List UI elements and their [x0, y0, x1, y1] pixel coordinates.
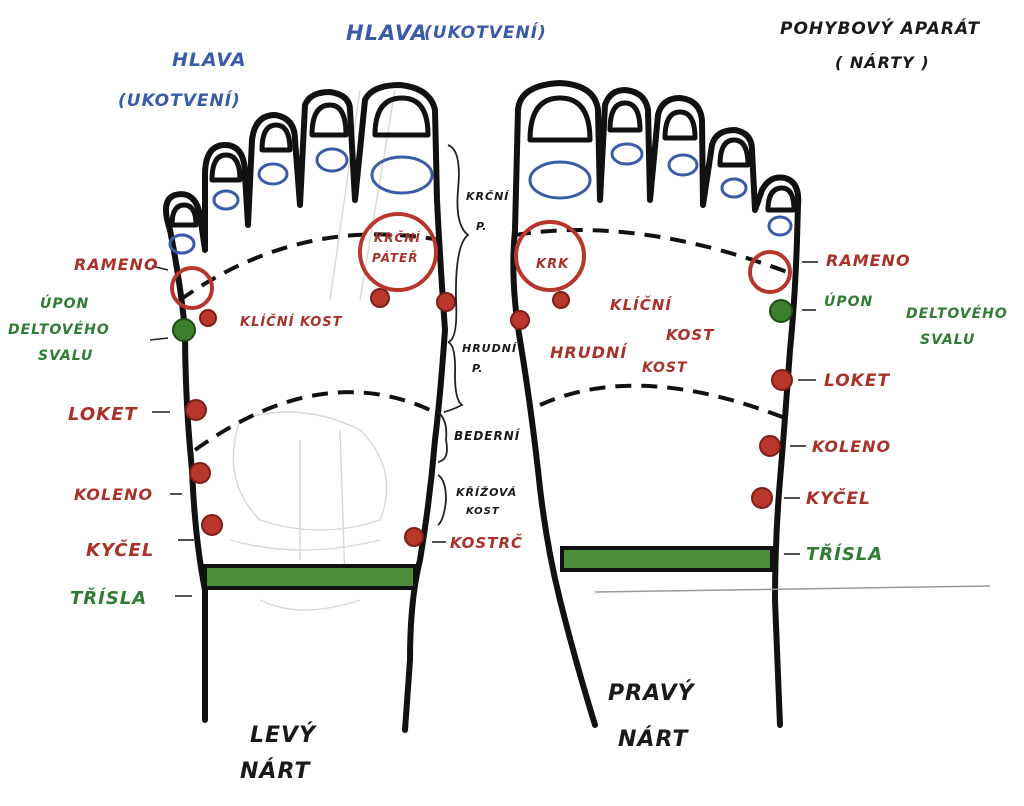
left-label-upon-l3: SVALU — [38, 348, 93, 364]
left-foot-name-l1: LEVÝ — [250, 722, 317, 748]
left-head-label: HLAVA — [172, 49, 247, 71]
right-toenail-5 — [765, 185, 797, 213]
right-dash-waist-line — [539, 383, 791, 422]
right-deltoid-point — [769, 299, 793, 323]
right-label-upon-l2: DELTOVÉHO — [906, 305, 1008, 322]
left-inner-label-krcni: KRČNÍ — [374, 230, 421, 245]
label-ticks — [149, 261, 818, 597]
right-label-koleno: KOLENO — [812, 437, 891, 456]
blue-toe-markers — [168, 142, 793, 255]
left-head-sub-label: (UKOTVENÍ) — [118, 89, 241, 111]
right-label-rameno: RAMENO — [826, 251, 911, 270]
left-foot — [163, 82, 448, 733]
left-foot-name-l2: NÁRT — [240, 758, 311, 784]
spine-label-krcni-l2: P. — [476, 220, 487, 233]
left-toenail-3 — [259, 122, 293, 153]
right-label-upon-l3: SVALU — [920, 332, 975, 348]
spine-label-krizova-l1: KŘÍŽOVÁ — [456, 485, 517, 499]
spine-label-krcni-l1: KRČNÍ — [466, 189, 509, 203]
left-toenail-5 — [169, 202, 199, 228]
spine-label-hrudni-l1: HRUDNÍ — [462, 342, 517, 355]
right-toenail-3 — [662, 109, 698, 141]
left-toenail-4 — [209, 152, 243, 183]
right-toenail-1 — [527, 95, 593, 143]
left-label-trisla: TŘÍSLA — [70, 587, 147, 609]
spine-label-krizova-l2: KOST — [466, 506, 500, 517]
right-guide-line — [594, 585, 991, 593]
right-inner-label-klicni: KLÍČNÍ — [610, 294, 672, 314]
right-label-upon-l1: ÚPON — [824, 292, 873, 310]
red-reflex-points — [170, 212, 793, 547]
diagram-title-line2: ( NÁRTY ) — [835, 53, 930, 72]
right-foot-name-l1: PRAVÝ — [608, 680, 696, 706]
right-label-trisla: TŘÍSLA — [806, 543, 883, 565]
left-deltoid-point — [172, 318, 196, 342]
right-foot-outline — [510, 80, 802, 728]
left-groin-band — [203, 564, 417, 590]
right-foot-name-l2: NÁRT — [618, 726, 689, 752]
left-label-kycel: KYČEL — [86, 539, 154, 561]
center-head-sub-label: (UKOTVENÍ) — [424, 21, 547, 43]
right-label-kycel: KYČEL — [806, 487, 871, 509]
left-foot-outline — [163, 82, 448, 733]
right-shoulder-ring — [748, 250, 792, 294]
left-label-upon-l1: ÚPON — [40, 294, 89, 312]
spine-bracket — [437, 144, 470, 526]
left-neck-ring — [358, 212, 438, 292]
right-groin-band — [560, 546, 774, 572]
diagram-title-line1: POHYBOVÝ APARÁT — [780, 17, 980, 39]
bone-sketch — [229, 89, 396, 611]
left-label-koleno: KOLENO — [74, 485, 153, 504]
left-inner-label-pater: PÁTEŘ — [372, 250, 418, 265]
spine-label-hrudni-l2: P. — [472, 362, 483, 375]
right-toenail-4 — [717, 137, 751, 168]
right-inner-label-hrudni: HRUDNÍ — [550, 343, 628, 362]
left-toenail-1 — [372, 95, 431, 138]
right-label-loket: LOKET — [824, 371, 890, 391]
spine-label-bederni: BEDERNÍ — [454, 428, 521, 443]
left-dash-waist-line — [193, 390, 431, 452]
left-shoulder-ring — [170, 266, 214, 310]
spine-label-kostrc: KOSTRČ — [450, 532, 523, 552]
left-label-loket: LOKET — [68, 404, 138, 425]
right-foot — [510, 80, 991, 728]
right-toenail-2 — [607, 100, 643, 133]
right-inner-label-kost1: KOST — [666, 326, 715, 344]
right-inner-label-krk: KRK — [536, 257, 569, 272]
right-inner-label-kost2: KOST — [642, 360, 688, 376]
left-toenail-2 — [309, 102, 349, 138]
left-label-rameno: RAMENO — [74, 255, 159, 274]
left-label-upon-l2: DELTOVÉHO — [8, 321, 110, 338]
right-neck-ring — [514, 220, 586, 292]
center-head-label: HLAVA — [346, 21, 428, 45]
left-inner-label-klicni: KLÍČNÍ KOST — [240, 314, 343, 330]
